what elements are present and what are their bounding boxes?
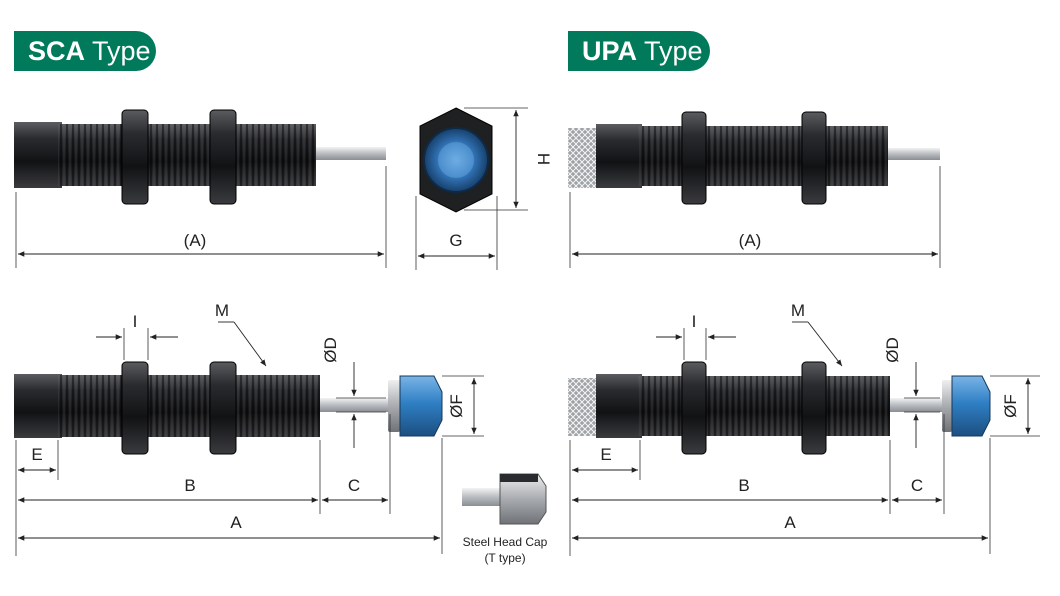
label-i-upa: I (692, 312, 697, 331)
label-e-sca: E (31, 445, 42, 464)
label-e-upa: E (600, 445, 611, 464)
sca-bottom-shock-absorber (14, 361, 443, 455)
cap-caption-line2: (T type) (484, 551, 525, 565)
upa-top-knurled-cap (568, 128, 596, 188)
sca-bottom-rod (320, 398, 390, 412)
upa-dimension-i: I (656, 312, 736, 360)
sca-dimension-a: A (18, 438, 443, 554)
steel-head-cap-inset: Steel Head Cap (T type) (462, 473, 548, 565)
upa-top-rod (888, 148, 940, 160)
sca-bottom-nut-2 (209, 361, 237, 455)
label-g: G (449, 231, 462, 250)
upa-top-nut-1 (681, 111, 707, 205)
sca-dimension-d: ØD (321, 337, 386, 448)
dimension-h: H (464, 107, 553, 211)
label-a-sca: A (230, 513, 242, 532)
upa-bottom-rod (890, 398, 944, 412)
label-b-upa: B (738, 476, 749, 495)
upa-blue-head-cap (951, 375, 991, 437)
label-m-upa: M (791, 301, 805, 320)
sca-end-view-hex (419, 107, 493, 213)
label-b-sca: B (184, 476, 195, 495)
cap-caption-line1: Steel Head Cap (463, 535, 548, 549)
upa-dimension-d: ØD (883, 337, 940, 448)
upa-dimension-a: A (572, 438, 991, 554)
upa-top-body-plain (596, 124, 642, 188)
sca-type-badge: SCA Type (14, 31, 156, 71)
upa-dimension-b: B (572, 440, 891, 514)
sca-top-rod (316, 147, 386, 160)
upa-top-nut-2 (801, 111, 827, 205)
upa-type-rest: Type (637, 36, 703, 66)
sca-leader-m: M (215, 301, 267, 367)
upa-bottom-shock-absorber (568, 361, 991, 455)
sca-dimension-c: C (322, 414, 391, 514)
label-a-paren-upa: (A) (739, 231, 762, 250)
upa-top-dimension-a: (A) (569, 166, 941, 268)
label-i-sca: I (133, 312, 138, 331)
sca-type-bold: SCA (28, 36, 86, 66)
label-f-upa: ØF (1001, 394, 1020, 418)
upa-dimension-f: ØF (990, 375, 1040, 437)
label-a-paren-sca: (A) (184, 231, 207, 250)
label-d-upa: ØD (883, 337, 902, 363)
label-d-sca: ØD (321, 337, 340, 363)
sca-blue-head-cap (399, 375, 443, 437)
sca-top-nut-1 (121, 109, 149, 205)
sca-type-rest: Type (85, 36, 151, 66)
label-a-upa: A (784, 513, 796, 532)
sca-stopper-ring (388, 380, 400, 432)
sca-dimension-e: E (15, 440, 59, 556)
label-m-sca: M (215, 301, 229, 320)
dimension-g: G (415, 196, 498, 270)
sca-bottom-nut-1 (121, 361, 149, 455)
label-c-upa: C (911, 476, 923, 495)
sca-top-threads (58, 124, 316, 186)
label-f-sca: ØF (447, 394, 466, 418)
upa-type-bold: UPA (582, 36, 638, 66)
sca-top-body-plain (14, 122, 62, 188)
sca-dimension-b: B (18, 440, 321, 514)
label-h: H (534, 153, 553, 165)
upa-bottom-nut-2 (801, 361, 827, 455)
upa-dimension-e: E (569, 440, 641, 556)
sca-dimension-i: I (96, 312, 178, 360)
sca-dimension-f: ØF (442, 375, 484, 437)
sca-top-nut-2 (209, 109, 237, 205)
sca-top-shock-absorber (14, 109, 386, 205)
upa-bottom-nut-1 (681, 361, 707, 455)
label-c-sca: C (348, 476, 360, 495)
upa-leader-m: M (791, 301, 843, 367)
upa-type-badge: UPA Type (568, 31, 710, 71)
upa-top-shock-absorber (568, 111, 940, 205)
upa-dimension-c: C (892, 414, 945, 514)
sca-top-dimension-a: (A) (15, 166, 387, 268)
